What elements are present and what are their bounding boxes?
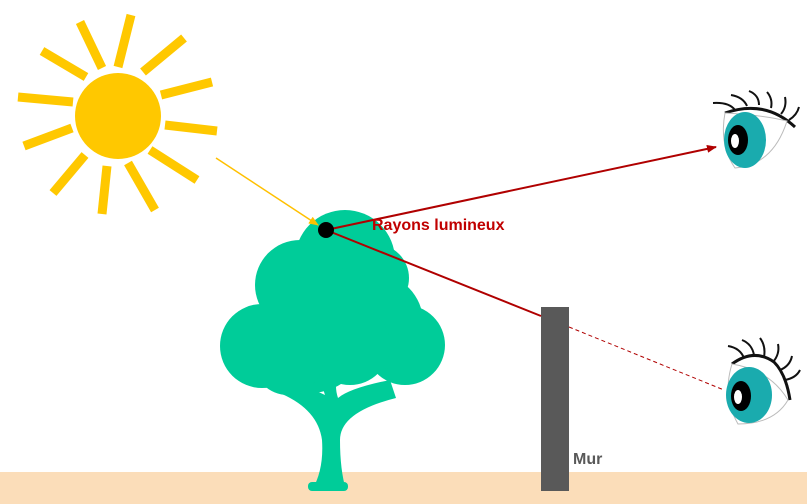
eye-icon: [726, 337, 801, 425]
light-ray-to-eye: [325, 144, 717, 231]
light-ray-to-wall: [325, 229, 542, 317]
eye-icon: [712, 90, 800, 169]
wall-label: Mur: [573, 451, 603, 468]
blocked-ray: [568, 326, 725, 391]
ground: [0, 472, 807, 504]
sun-icon: [17, 13, 218, 215]
incident-ray: [215, 157, 319, 226]
wall: [541, 307, 569, 491]
rays-label: Rayons lumineux: [372, 217, 505, 234]
tree-icon: [220, 210, 445, 491]
diffusion-point: [318, 222, 334, 238]
